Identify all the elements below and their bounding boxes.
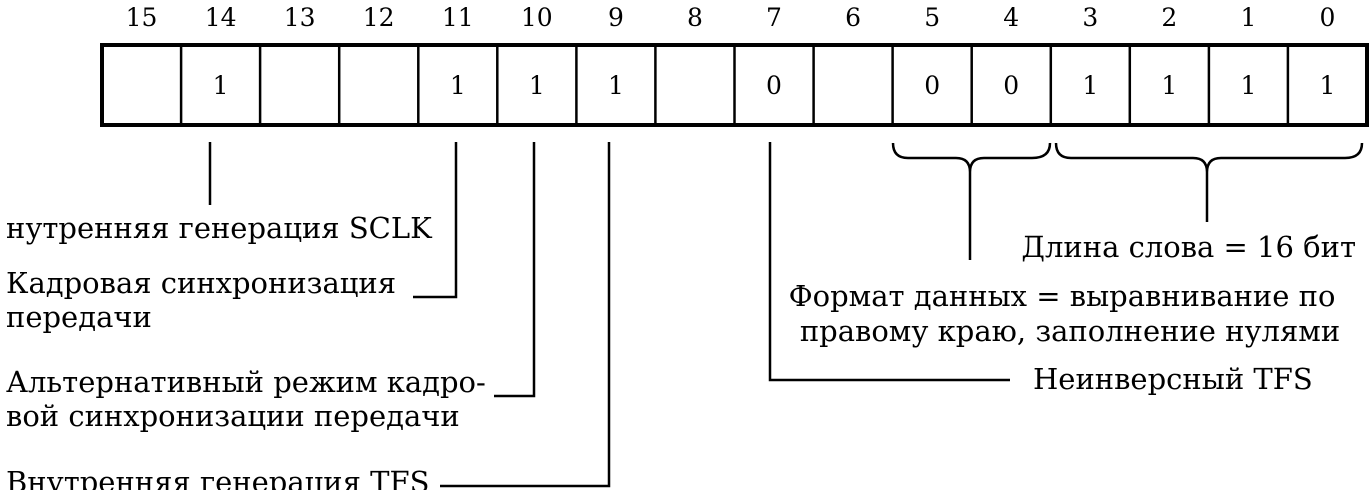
label-data-format-line2: правому краю, заполнение нулями — [800, 314, 1340, 348]
braces — [891, 142, 1364, 260]
bit-number-5: 5 — [924, 3, 940, 32]
bit-value-7: 0 — [766, 71, 782, 100]
brace-bits-3-0 — [1054, 142, 1364, 173]
label-word-length: Длина слова = 16 бит — [1021, 230, 1356, 264]
bit-number-9: 9 — [608, 3, 624, 32]
bit-value-1: 1 — [1240, 71, 1256, 100]
leader-bit7 — [768, 142, 1010, 382]
label-noninverse-tfs: Неинверсный TFS — [1033, 362, 1313, 396]
label-internal-tfs: Внутренняя генерация TFS — [6, 465, 429, 490]
bit-number-0: 0 — [1320, 3, 1336, 32]
bit-value-11: 1 — [450, 71, 466, 100]
leader-bit9 — [440, 142, 611, 488]
label-frame-sync-line2: передачи — [6, 300, 152, 334]
bit-value-9: 1 — [608, 71, 624, 100]
bit-number-7: 7 — [766, 3, 782, 32]
label-frame-sync-line1: Кадровая синхронизация — [6, 266, 396, 300]
bit-number-10: 10 — [521, 3, 553, 32]
bit-value-4: 0 — [1003, 71, 1019, 100]
leader-lines — [208, 142, 1010, 488]
bit-number-8: 8 — [687, 3, 703, 32]
bit-value-0: 1 — [1320, 71, 1336, 100]
bit-value-2: 1 — [1161, 71, 1177, 100]
bit-number-6: 6 — [845, 3, 861, 32]
bit-number-11: 11 — [442, 3, 474, 32]
leader-bit10 — [494, 142, 536, 398]
leader-bit11 — [413, 142, 458, 299]
bit-number-1: 1 — [1240, 3, 1256, 32]
label-alt-mode-line1: Альтернативный режим кадро- — [6, 365, 486, 399]
label-internal-sclk: нутренняя генерация SCLK — [6, 211, 433, 245]
bit-number-15: 15 — [126, 3, 158, 32]
bit-value-5: 0 — [924, 71, 940, 100]
bit-value-3: 1 — [1082, 71, 1098, 100]
bit-number-13: 13 — [284, 3, 316, 32]
labels: нутренняя генерация SCLK Кадровая синхро… — [6, 211, 1356, 490]
bit-number-2: 2 — [1161, 3, 1177, 32]
bit-number-14: 14 — [205, 3, 237, 32]
label-data-format-line1: Формат данных = выравнивание по — [789, 279, 1336, 313]
label-alt-mode-line2: вой синхронизации передачи — [6, 399, 460, 433]
bit-number-12: 12 — [363, 3, 395, 32]
bit-number-3: 3 — [1082, 3, 1098, 32]
brace-bits-5-4 — [891, 142, 1052, 173]
register-cells: 1 1 1 1 0 0 0 1 1 1 1 — [100, 43, 1369, 127]
bit-number-4: 4 — [1003, 3, 1019, 32]
bit-value-10: 1 — [529, 71, 545, 100]
bit-value-14: 1 — [213, 71, 229, 100]
